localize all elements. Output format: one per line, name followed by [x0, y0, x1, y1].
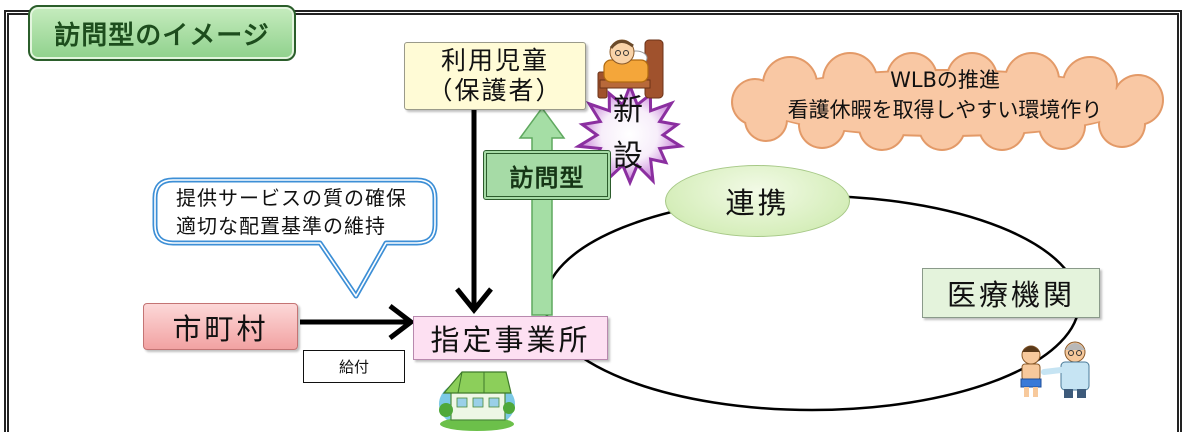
user-box-line-2: （保護者）: [427, 76, 563, 105]
sleeping-child-icon: [597, 39, 664, 99]
cloud-line-2: 看護休暇を取得しやすい環境作り: [787, 98, 1103, 122]
designated-provider-label: 指定事業所: [430, 323, 591, 357]
new-badge: 新 設: [606, 88, 650, 180]
slide-frame: [4, 10, 1182, 432]
speech-bubble-line-2: 適切な配置基準の維持: [176, 214, 386, 238]
payment-arrow: [300, 304, 416, 340]
visit-type-box: 訪問型: [483, 150, 611, 200]
user-box-line-1: 利用児童: [440, 46, 549, 75]
page-title-text: 訪問型のイメージ: [54, 20, 270, 51]
cloud-line-1: WLBの推進: [890, 68, 1000, 92]
speech-bubble-line-1: 提供サービスの質の確保: [176, 186, 407, 210]
medical-institution-box: 医療機関: [922, 268, 1100, 318]
cloud-message: WLBの推進 看護休暇を取得しやすい環境作り: [725, 65, 1165, 125]
cloud-shape: [731, 52, 1164, 151]
municipality-label: 市町村: [172, 311, 269, 346]
house-icon: [439, 371, 515, 431]
doctor-patient-icon: [1020, 341, 1090, 398]
new-badge-line-2: 設: [613, 139, 643, 174]
payment-box: 給付: [303, 350, 405, 383]
cooperation-label: 連携: [725, 186, 790, 220]
visit-type-label: 訪問型: [509, 163, 585, 192]
request-arrow: [455, 110, 493, 314]
payment-label: 給付: [338, 358, 369, 376]
cooperation-ellipse: 連携: [665, 165, 850, 237]
user-box: 利用児童 （保護者）: [404, 42, 586, 110]
municipality-box: 市町村: [143, 303, 298, 350]
designated-provider-box: 指定事業所: [413, 316, 608, 360]
visit-arrow: [518, 106, 566, 316]
speech-bubble-shape: [152, 177, 438, 299]
new-badge-line-1: 新: [613, 93, 643, 128]
speech-bubble: 提供サービスの質の確保 適切な配置基準の維持: [176, 184, 407, 240]
medical-institution-label: 医療機関: [946, 278, 1075, 312]
page-title: 訪問型のイメージ: [28, 5, 296, 61]
